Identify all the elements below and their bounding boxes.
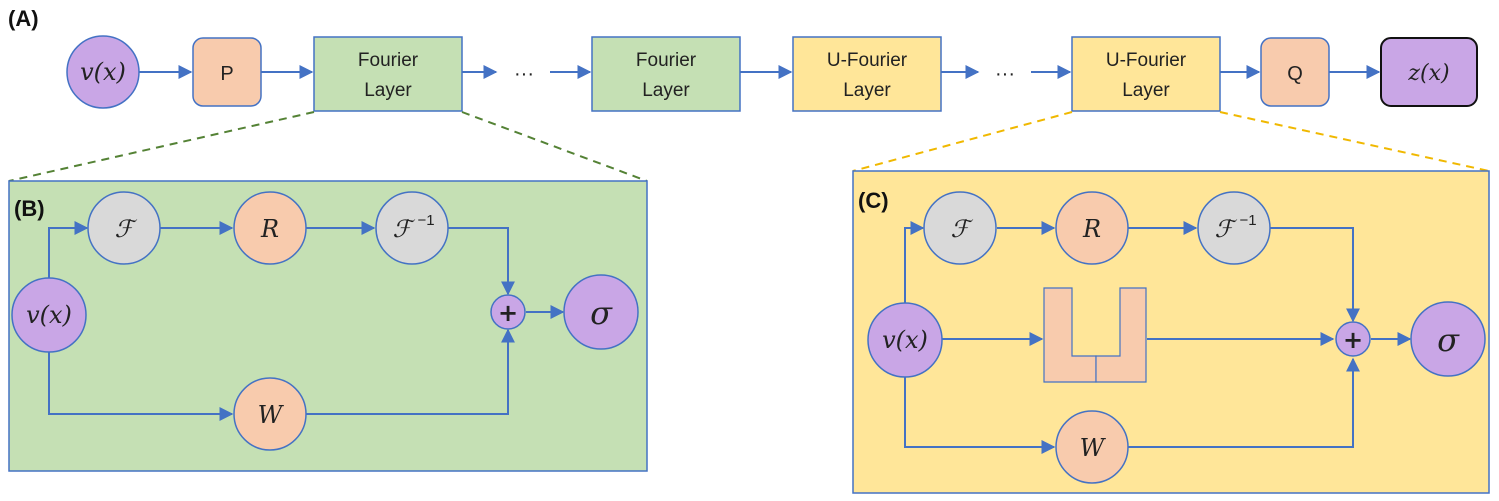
output-block — [1380, 37, 1478, 107]
panel-label-a: (A) — [8, 6, 39, 31]
b-w-node — [233, 377, 307, 451]
ellipsis-2: ··· — [995, 63, 1015, 85]
b-fft-node — [87, 191, 161, 265]
b-sigma-label: σ — [590, 294, 613, 332]
c-edge-ifft-to-plus — [1270, 227, 1360, 323]
u-fourier-layer-1-line1: U-Fourier — [827, 50, 908, 71]
c-sigma-node — [1410, 301, 1486, 377]
fourier-layer-2-line1: Fourier — [636, 50, 697, 71]
b-ifft-superscript: −1 — [417, 212, 434, 229]
b-plus-node — [490, 294, 526, 330]
panel-label-b: (B) — [14, 196, 45, 221]
c-r-label: R — [1082, 215, 1101, 243]
c-w-label: W — [1080, 434, 1107, 462]
u-fourier-layer-block-1 — [792, 36, 942, 112]
u-fourier-layer-block-2 — [1071, 36, 1221, 112]
c-plus-label: + — [1343, 326, 1363, 354]
fourier-layer-2-line2: Layer — [642, 80, 690, 101]
u-fourier-layer-detail-panel: (C) ℱ R ℱ −1 v(x) + σ W — [852, 170, 1490, 494]
c-input-node — [867, 302, 943, 378]
fourier-layer-detail-panel: (B) ℱ R ℱ −1 v(x) + σ W — [8, 180, 648, 472]
zoom-line-right-yellow — [1219, 111, 1490, 172]
p-label: P — [220, 63, 233, 85]
c-edge-input-to-fft — [904, 221, 925, 304]
fourier-layer-1-line2: Layer — [364, 80, 412, 101]
c-input-label: v(x) — [882, 326, 928, 354]
top-input-label: v(x) — [80, 58, 126, 86]
fourier-layer-block-2 — [591, 36, 741, 112]
u-fourier-layer-2-line1: U-Fourier — [1106, 50, 1187, 71]
b-ifft-node — [375, 191, 449, 265]
c-fft-label: ℱ — [951, 215, 974, 243]
c-sigma-label: σ — [1437, 321, 1460, 359]
c-edge-w-to-plus — [1128, 357, 1360, 448]
c-plus-node — [1335, 321, 1371, 357]
u-fourier-layer-1-line2: Layer — [843, 80, 891, 101]
zoom-line-left-green — [8, 111, 315, 182]
q-label: Q — [1287, 63, 1303, 85]
b-input-node — [11, 277, 87, 353]
ellipsis-1: ··· — [514, 63, 534, 85]
b-edge-input-to-fft — [48, 221, 89, 278]
u-fourier-layer-2-line2: Layer — [1122, 80, 1170, 101]
zoom-line-right-green — [461, 111, 648, 182]
b-edge-ifft-to-plus — [448, 227, 515, 296]
b-w-label: W — [258, 401, 285, 429]
b-r-label: R — [260, 215, 279, 243]
b-sigma-node — [563, 274, 639, 350]
b-ifft-label: ℱ — [393, 215, 416, 243]
c-ifft-label: ℱ — [1215, 215, 1238, 243]
zoom-line-left-yellow — [852, 111, 1073, 172]
c-r-node — [1055, 191, 1129, 265]
output-label: z(x) — [1407, 61, 1449, 86]
c-w-node — [1055, 410, 1129, 484]
b-r-node — [233, 191, 307, 265]
b-plus-label: + — [498, 299, 518, 327]
unet-block-icon — [1043, 287, 1147, 383]
fourier-layer-block-1 — [313, 36, 463, 112]
c-ifft-node — [1197, 191, 1271, 265]
c-edge-input-to-w — [904, 376, 1056, 454]
top-pipeline: v(x) P Fourier Layer ··· Fourier Layer U… — [66, 35, 1478, 112]
fourier-layer-1-line1: Fourier — [358, 50, 419, 71]
c-ifft-superscript: −1 — [1239, 212, 1256, 229]
panel-label-c: (C) — [858, 188, 889, 213]
b-fft-label: ℱ — [115, 215, 138, 243]
b-input-label: v(x) — [26, 301, 72, 329]
c-fft-node — [923, 191, 997, 265]
b-edge-w-to-plus — [306, 328, 515, 415]
b-edge-input-to-w — [48, 352, 234, 421]
